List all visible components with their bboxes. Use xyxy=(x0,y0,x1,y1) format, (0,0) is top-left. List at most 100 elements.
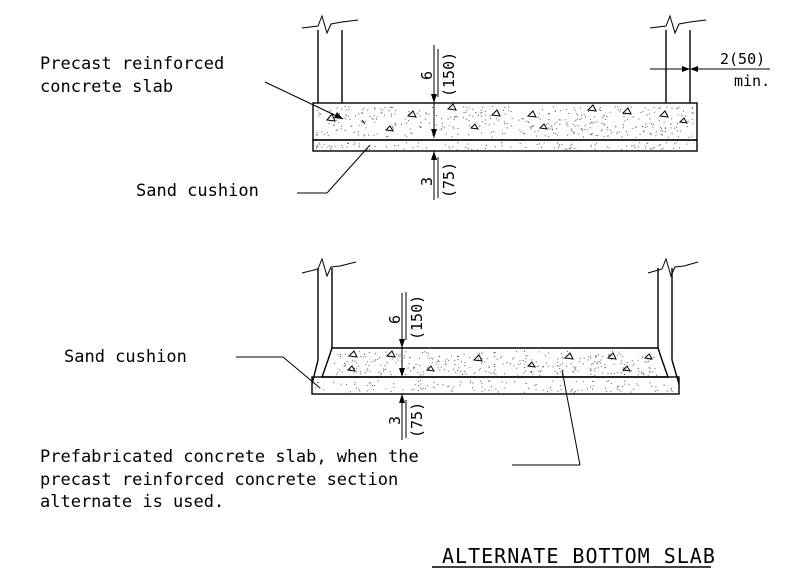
texture-dot xyxy=(518,119,520,121)
texture-dot xyxy=(463,112,465,114)
texture-dot xyxy=(353,372,355,374)
texture-dot xyxy=(411,389,413,391)
texture-dot xyxy=(677,114,679,116)
texture-dot xyxy=(506,362,508,364)
texture-dot xyxy=(676,126,677,128)
texture-dot xyxy=(662,134,663,136)
texture-dot xyxy=(542,366,544,368)
texture-dot xyxy=(570,391,572,393)
texture-dot xyxy=(420,383,422,385)
texture-dot xyxy=(579,360,581,362)
texture-dot xyxy=(368,134,370,136)
texture-dot xyxy=(366,390,368,392)
texture-dot xyxy=(478,352,480,354)
texture-dot xyxy=(524,133,526,135)
texture-dot xyxy=(692,122,694,124)
texture-dot xyxy=(420,387,422,389)
texture-dot xyxy=(479,125,481,127)
texture-dot xyxy=(344,106,346,107)
lower-slab-texture xyxy=(334,351,657,376)
texture-dot xyxy=(438,361,440,362)
texture-dot xyxy=(504,387,506,389)
upper-slab-thickness-mm: (150) xyxy=(440,52,458,97)
texture-dot xyxy=(544,355,546,357)
texture-dot xyxy=(333,123,335,125)
texture-dot xyxy=(551,126,553,128)
texture-dot xyxy=(504,373,506,375)
texture-dot xyxy=(604,364,606,366)
texture-dot xyxy=(465,373,467,375)
texture-dot xyxy=(392,126,394,128)
texture-dot xyxy=(456,149,458,151)
texture-dot xyxy=(445,363,446,365)
texture-dot xyxy=(441,118,442,120)
texture-dot xyxy=(359,390,361,392)
texture-dot xyxy=(364,120,366,122)
texture-dot xyxy=(603,123,605,125)
texture-dot xyxy=(321,146,323,148)
texture-dot xyxy=(631,145,633,147)
texture-dot xyxy=(589,355,591,357)
texture-dot xyxy=(566,123,568,125)
texture-dot xyxy=(599,110,601,111)
texture-dot xyxy=(358,146,360,147)
texture-dot xyxy=(543,142,545,144)
texture-dot xyxy=(426,385,428,387)
texture-dot xyxy=(547,135,549,137)
texture-dot xyxy=(590,119,592,121)
texture-dot xyxy=(605,119,607,120)
texture-dot xyxy=(509,363,511,364)
texture-dot xyxy=(411,133,413,135)
texture-dot xyxy=(571,143,573,145)
texture-dot xyxy=(679,130,681,132)
texture-dot xyxy=(589,127,591,129)
texture-dot xyxy=(603,136,605,138)
texture-dot xyxy=(316,146,317,148)
texture-dot xyxy=(361,112,363,114)
texture-dot xyxy=(606,115,608,117)
texture-dot xyxy=(354,383,356,385)
texture-dot xyxy=(493,366,495,368)
texture-dot xyxy=(354,381,356,383)
texture-dot xyxy=(590,146,592,148)
texture-dot xyxy=(594,370,596,372)
upper-slab-label-line2: concrete slab xyxy=(40,77,173,97)
texture-dot xyxy=(660,148,662,150)
texture-dot xyxy=(580,114,582,116)
texture-dot xyxy=(535,389,537,391)
texture-dot xyxy=(373,134,375,136)
texture-dot xyxy=(593,116,595,118)
texture-dot xyxy=(559,368,561,369)
texture-dot xyxy=(602,117,604,119)
texture-dot xyxy=(536,366,538,368)
texture-dot xyxy=(329,145,331,147)
texture-dot xyxy=(498,391,499,393)
texture-dot xyxy=(621,136,623,138)
texture-dot xyxy=(465,146,467,148)
texture-dot xyxy=(344,130,346,131)
texture-dot xyxy=(608,380,610,382)
texture-dot xyxy=(529,365,531,367)
texture-dot xyxy=(626,149,628,151)
texture-dot xyxy=(545,362,547,364)
texture-dot xyxy=(581,128,583,130)
texture-dot xyxy=(599,106,601,108)
texture-dot xyxy=(633,388,635,390)
texture-dot xyxy=(317,382,319,383)
texture-dot xyxy=(491,136,493,138)
texture-dot xyxy=(595,355,597,357)
texture-dot xyxy=(594,361,596,363)
texture-dot xyxy=(360,356,362,358)
texture-dot xyxy=(531,359,533,361)
texture-dot xyxy=(577,114,579,116)
texture-dot xyxy=(519,129,521,131)
texture-dot xyxy=(548,352,549,354)
texture-dot xyxy=(552,106,554,108)
texture-dot xyxy=(561,374,563,376)
texture-dot xyxy=(464,365,466,367)
texture-dot xyxy=(567,134,569,136)
texture-dot xyxy=(624,380,626,382)
texture-dot xyxy=(466,109,468,111)
texture-dot xyxy=(419,126,421,127)
texture-dot xyxy=(406,142,407,144)
